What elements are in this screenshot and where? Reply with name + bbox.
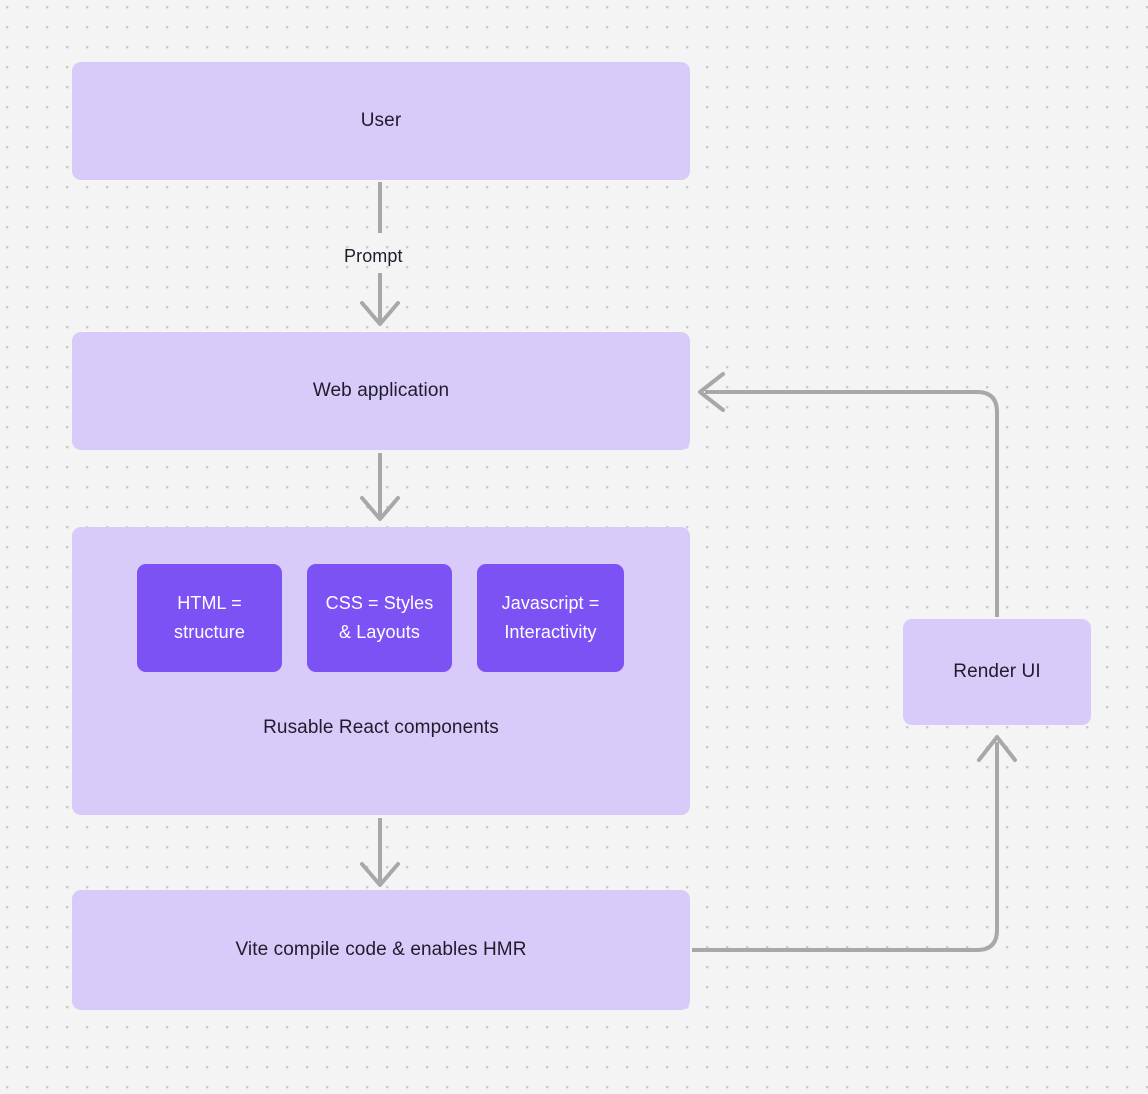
chip-html-label: HTML = structure — [174, 589, 245, 647]
edge-render-to-webapp — [698, 372, 999, 617]
chip-css-line1: CSS = Styles — [325, 593, 434, 614]
chip-html[interactable]: HTML = structure — [137, 564, 282, 672]
node-reusable-components[interactable]: HTML = structure CSS = Styles & Layouts … — [72, 527, 690, 815]
chip-css-line2: & Layouts — [339, 622, 420, 642]
node-user[interactable]: User — [72, 62, 690, 180]
node-vite[interactable]: Vite compile code & enables HMR — [72, 890, 690, 1010]
chip-css[interactable]: CSS = Styles & Layouts — [307, 564, 452, 672]
edge-vite-to-render — [692, 735, 1017, 952]
chip-javascript[interactable]: Javascript = Interactivity — [477, 564, 624, 672]
node-render-ui-label: Render UI — [953, 661, 1041, 683]
chip-javascript-line2: Interactivity — [504, 622, 597, 642]
chip-css-label: CSS = Styles & Layouts — [326, 589, 434, 647]
node-vite-label: Vite compile code & enables HMR — [235, 939, 527, 961]
edge-label-prompt: Prompt — [344, 246, 403, 266]
edge-components-to-vite — [360, 818, 400, 887]
node-web-application[interactable]: Web application — [72, 332, 690, 450]
node-render-ui[interactable]: Render UI — [903, 619, 1091, 725]
chip-javascript-label: Javascript = Interactivity — [502, 589, 600, 647]
chip-html-line1: HTML = — [177, 593, 242, 614]
components-caption: Rusable React components — [263, 717, 499, 738]
chip-html-line2: structure — [174, 622, 245, 642]
node-web-application-label: Web application — [312, 380, 450, 402]
chip-javascript-line1: Javascript = — [501, 593, 600, 614]
node-user-label: User — [360, 110, 402, 132]
edge-webapp-to-components — [360, 453, 400, 521]
